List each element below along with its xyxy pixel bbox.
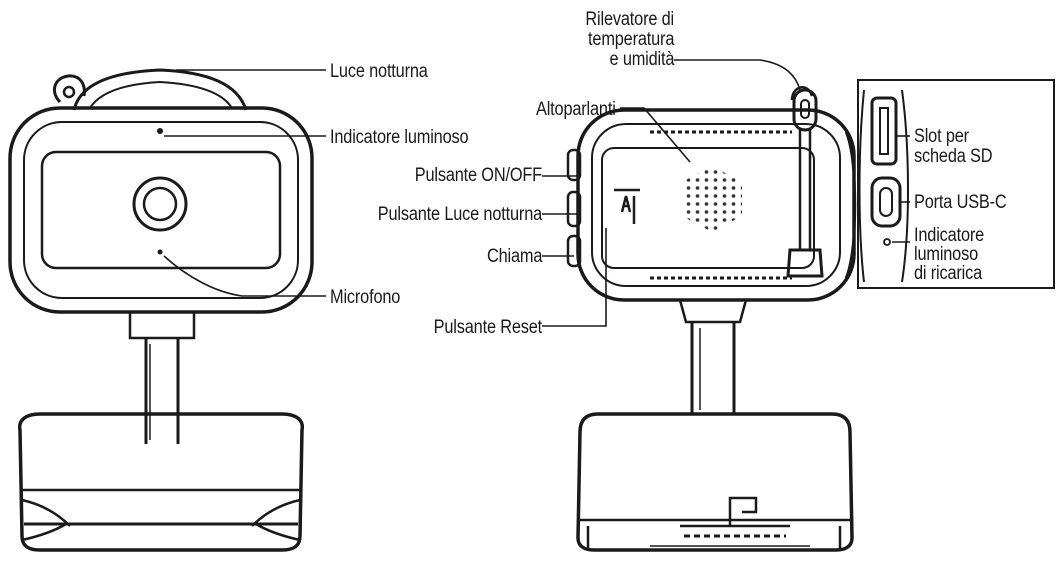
label-pulsante-reset: Pulsante Reset (433, 317, 543, 338)
label-rilevatore-line1: Rilevatore di (585, 9, 674, 30)
label-rilevatore-line3: e umidità (609, 49, 674, 70)
label-ricarica-line2: luminoso (914, 244, 979, 265)
label-slot-sd-line2: scheda SD (914, 146, 993, 167)
label-luce-notturna: Luce notturna (330, 61, 428, 82)
label-pulsante-on-off: Pulsante ON/OFF (414, 165, 542, 186)
label-pulsante-luce-notturna: Pulsante Luce notturna (377, 204, 542, 225)
side-port-inset-icon (857, 79, 1055, 289)
label-indicatore-luminoso: Indicatore luminoso (330, 127, 469, 148)
camera-front-icon (8, 68, 314, 552)
label-porta-usb-c: Porta USB-C (914, 192, 1007, 213)
camera-back-icon (566, 86, 857, 552)
label-ricarica-line1: Indicatore (914, 225, 985, 246)
label-slot-sd-line1: Slot per (914, 126, 969, 147)
label-altoparlanti: Altoparlanti (536, 99, 616, 120)
label-ricarica-line3: di ricarica (914, 263, 983, 284)
label-rilevatore-line2: temperatura (587, 29, 674, 50)
label-chiama: Chiama (486, 246, 542, 267)
leader-lines (163, 59, 910, 327)
label-microfono: Microfono (330, 287, 401, 308)
